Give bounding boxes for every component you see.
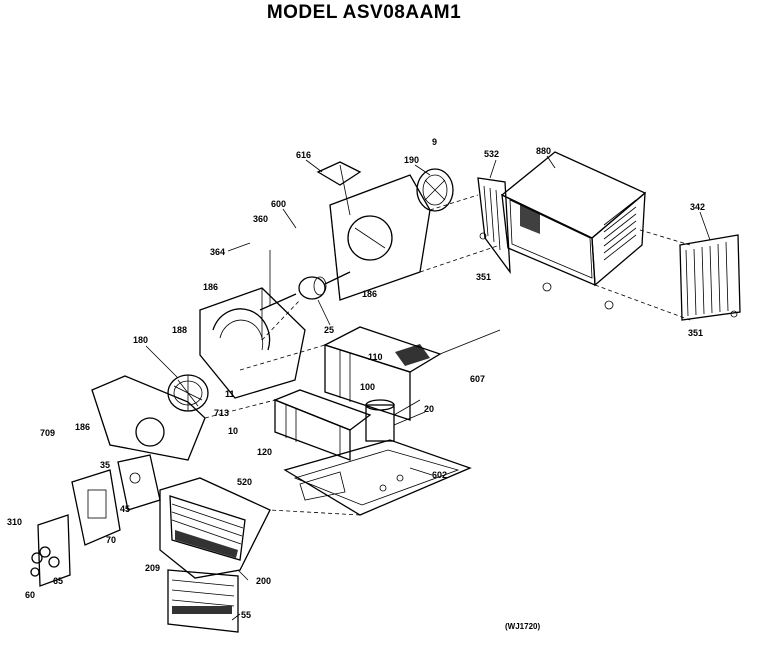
compressor	[365, 399, 426, 442]
label-10: 10	[228, 426, 238, 436]
label-709: 709	[40, 428, 55, 438]
label-602: 602	[432, 470, 447, 480]
blower-housing	[199, 287, 306, 399]
filter-panel	[167, 569, 239, 633]
label-9: 9	[432, 137, 437, 147]
evaporator-coil	[323, 326, 442, 421]
label-200: 200	[256, 576, 271, 586]
label-leaders	[145, 155, 711, 621]
label-532: 532	[484, 149, 499, 159]
side-louver-panel	[679, 234, 741, 321]
label-342: 342	[690, 202, 705, 212]
label-100: 100	[360, 382, 375, 392]
top-bracket	[316, 161, 362, 216]
label-65: 65	[53, 576, 63, 586]
label-186-housing: 186	[203, 282, 218, 292]
label-209: 209	[145, 563, 160, 573]
label-55: 55	[241, 610, 251, 620]
control-knobs	[30, 552, 43, 577]
control-panel	[71, 454, 161, 546]
label-120: 120	[257, 447, 272, 457]
label-351-lower: 351	[688, 328, 703, 338]
label-186-scroll: 186	[75, 422, 90, 432]
fan-motor	[259, 271, 351, 311]
diagram-code: (WJ1720)	[505, 622, 540, 631]
label-20: 20	[424, 404, 434, 414]
blower-wheel	[167, 374, 209, 412]
label-607: 607	[470, 374, 485, 384]
label-11: 11	[225, 389, 235, 399]
rear-grille-frame	[477, 177, 511, 275]
condenser-fan	[416, 168, 454, 212]
label-188: 188	[172, 325, 187, 335]
condenser-shroud	[329, 174, 431, 301]
label-35: 35	[100, 460, 110, 470]
front-grille	[159, 477, 271, 579]
label-110: 110	[368, 352, 383, 362]
label-190: 190	[404, 155, 419, 165]
label-180: 180	[133, 335, 148, 345]
label-351-upper: 351	[476, 272, 491, 282]
outer-cabinet	[500, 151, 647, 310]
escutcheon-plate	[37, 514, 71, 587]
explosion-lines	[204, 194, 691, 516]
condenser-coil	[273, 389, 372, 461]
label-360: 360	[253, 214, 268, 224]
label-600: 600	[271, 199, 286, 209]
label-70: 70	[106, 535, 116, 545]
label-520: 520	[237, 477, 252, 487]
label-45: 45	[120, 504, 130, 514]
label-186-shroud: 186	[362, 289, 377, 299]
label-880: 880	[536, 146, 551, 156]
label-713: 713	[214, 408, 229, 418]
label-364: 364	[210, 247, 225, 257]
label-25: 25	[324, 325, 334, 335]
page-title: MODEL ASV08AAM1	[0, 2, 768, 24]
label-60: 60	[25, 590, 35, 600]
label-310: 310	[7, 517, 22, 527]
model-title: MODEL ASV08AAM1	[266, 2, 462, 23]
base-pan	[283, 439, 472, 516]
label-616: 616	[296, 150, 311, 160]
part-labels: 616 600 360 364 190 9 532 880 342 351 35…	[7, 137, 705, 631]
